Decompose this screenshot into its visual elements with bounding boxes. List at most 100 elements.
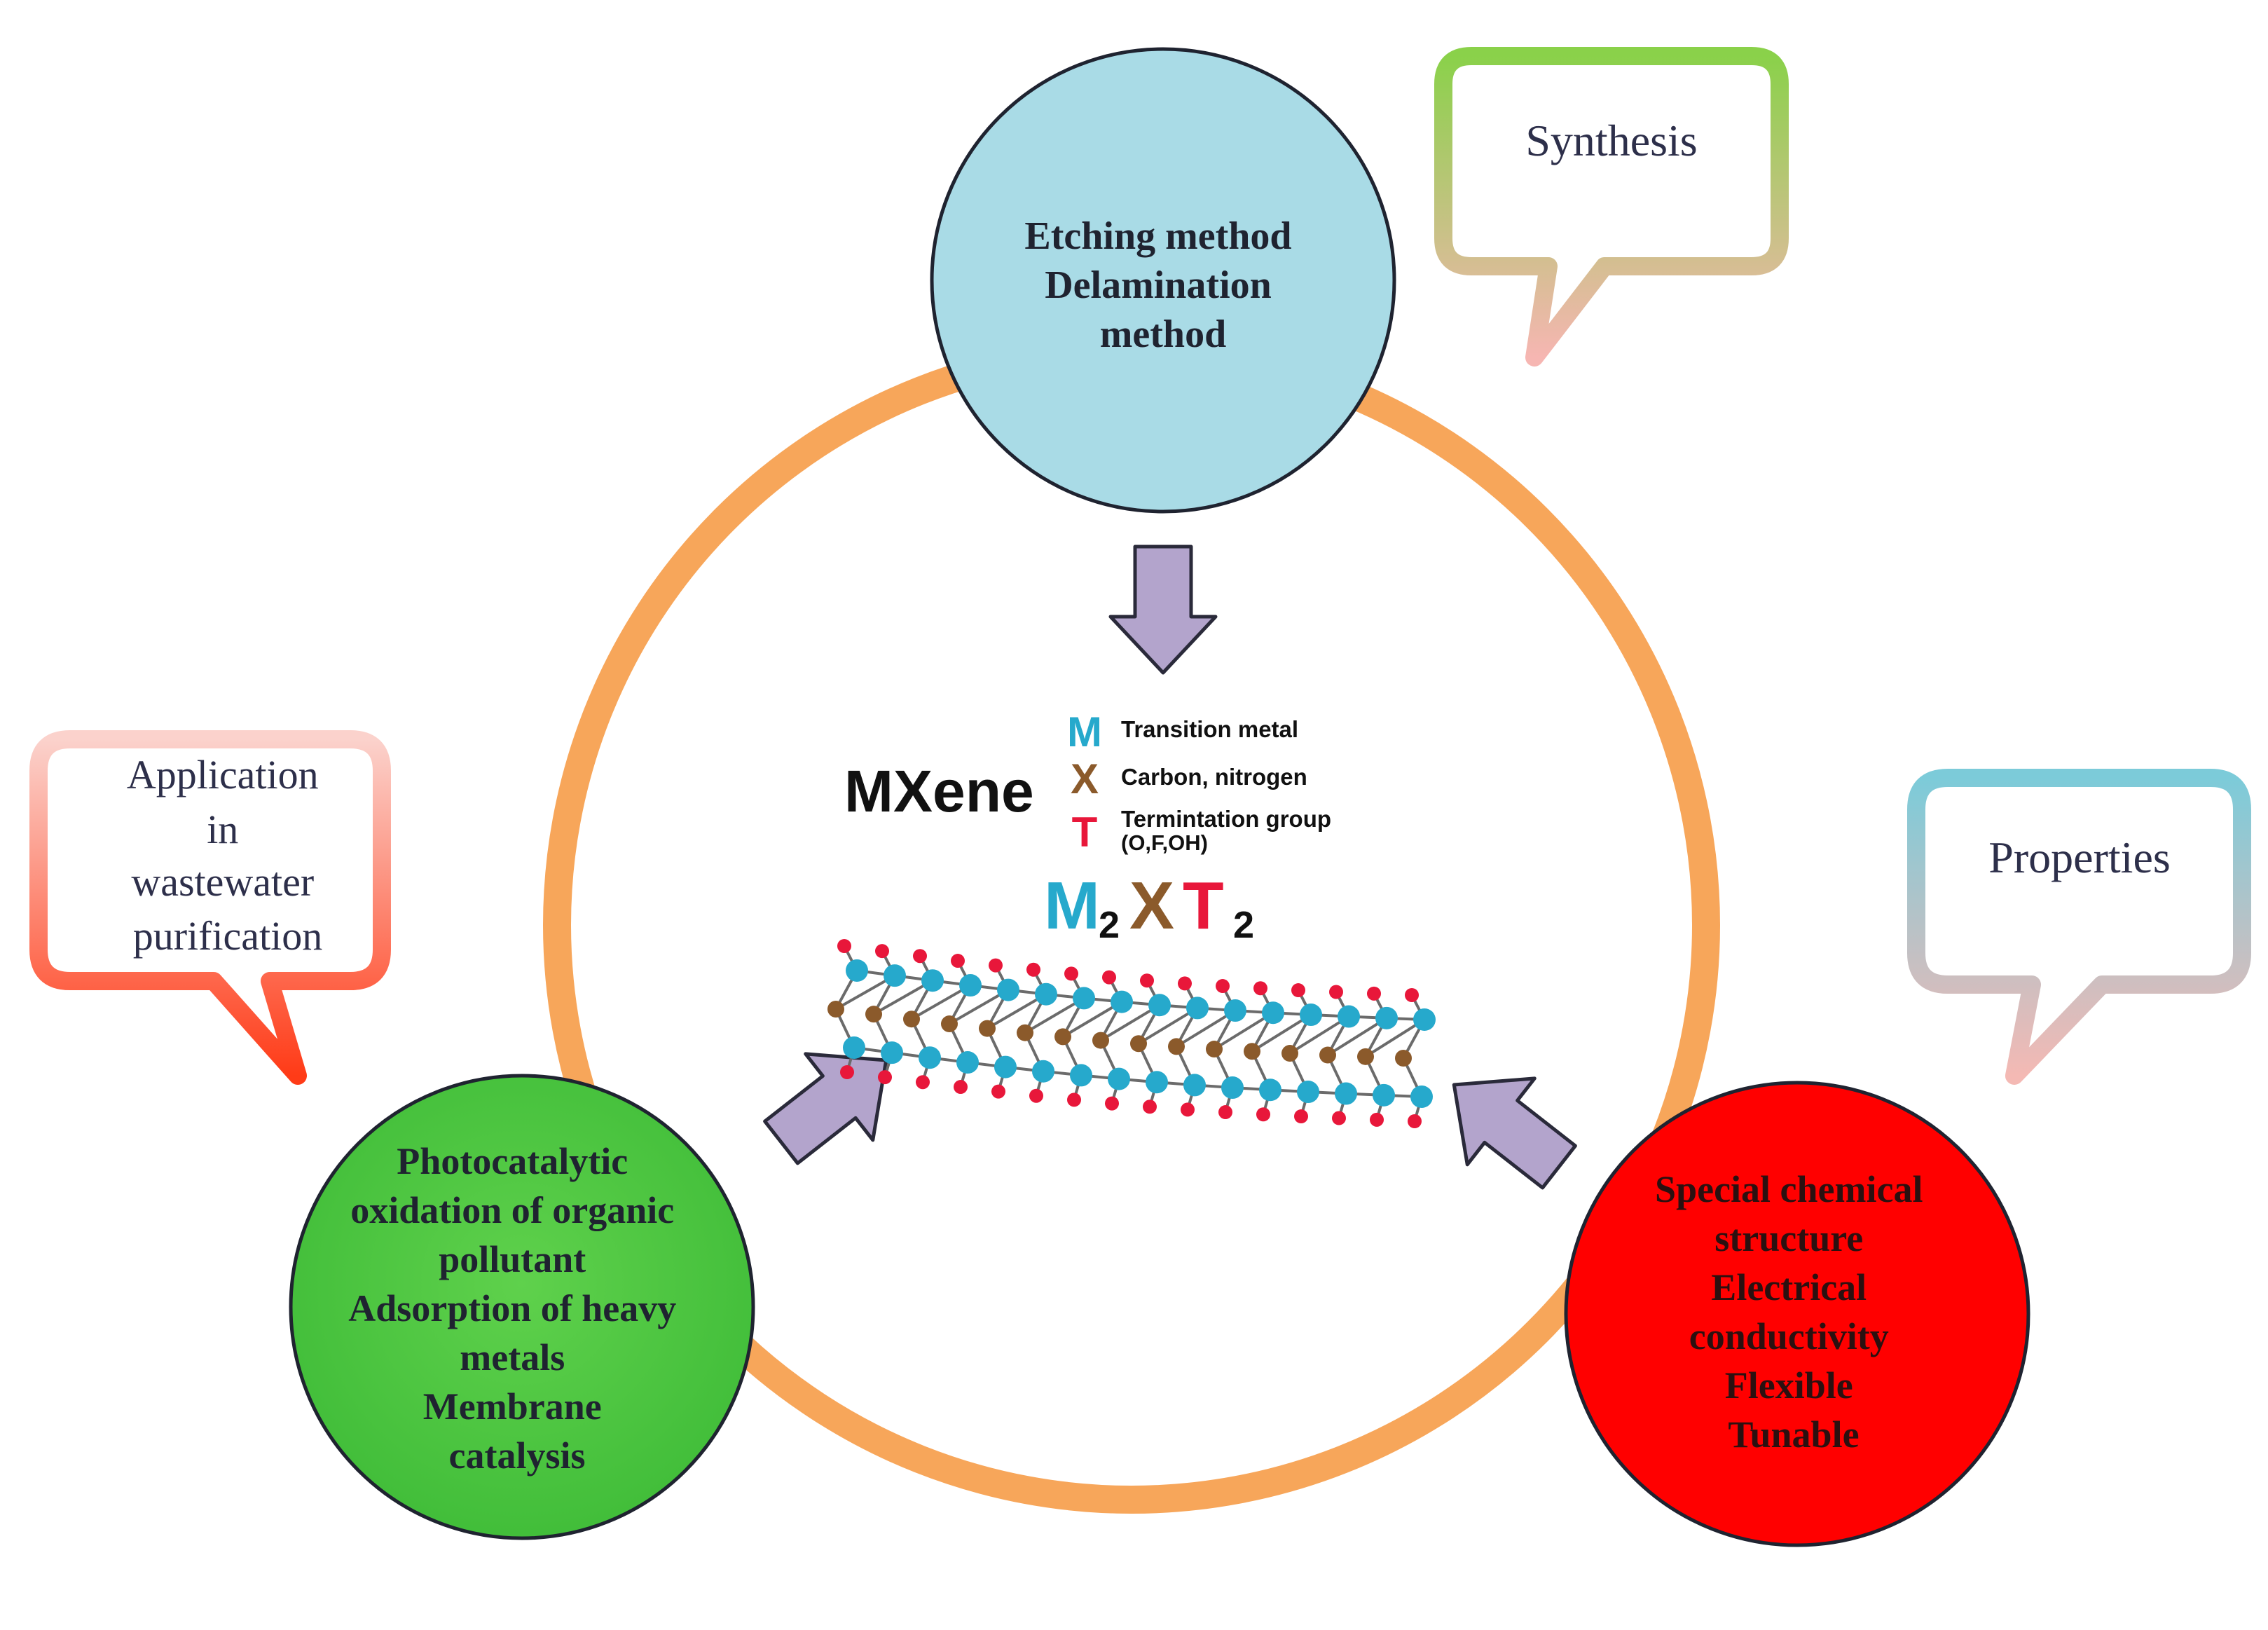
lattice-bond (1364, 1018, 1426, 1058)
lattice-atom (989, 958, 1003, 973)
lattice-atom (843, 1036, 865, 1059)
mxene-title: MXene (844, 758, 1034, 824)
lattice-atom (956, 1051, 979, 1074)
lattice-atom (840, 1065, 854, 1079)
legend-text-t: Termintation group (1121, 806, 1331, 832)
lattice-atom (1111, 990, 1133, 1013)
synthesis-node-text: Etching method Delamination method (1024, 214, 1301, 356)
lattice-atom (1070, 1064, 1092, 1087)
lattice-atom (1206, 1041, 1223, 1058)
legend-letter-t: T (1072, 809, 1098, 856)
lattice-atom (1405, 988, 1419, 1002)
formula-t: T (1183, 868, 1224, 943)
lattice-atom (1256, 1107, 1270, 1122)
legend-letter-x: X (1071, 755, 1099, 802)
lattice-atom (1291, 983, 1305, 998)
lattice-bond (1251, 1013, 1312, 1053)
lattice-bond (1099, 1004, 1161, 1042)
mxene-formula: M 2 X T 2 (1044, 868, 1254, 946)
application-node: Photocatalytic oxidation of organic poll… (289, 1074, 755, 1540)
lattice-bond (1024, 997, 1085, 1034)
lattice-atom (913, 949, 927, 964)
lattice-bond (1137, 1006, 1199, 1045)
lattice-atom (846, 959, 868, 982)
legend-text-x: Carbon, nitrogen (1121, 764, 1307, 790)
formula-m: M (1044, 868, 1100, 943)
lattice-atom (994, 1055, 1017, 1078)
lattice-atom (1332, 1111, 1346, 1125)
lattice-atom (1259, 1078, 1281, 1102)
lattice-atom (997, 978, 1019, 1001)
formula-m-subscript: 2 (1099, 904, 1120, 946)
lattice-bond (1288, 1015, 1350, 1055)
lattice-atom (1395, 1050, 1412, 1067)
lattice-atom (1017, 1024, 1033, 1041)
lattice-atom (1026, 962, 1040, 977)
lattice-atom (865, 1006, 882, 1023)
lattice-bond (1326, 1017, 1388, 1057)
lattice-atom (1244, 1043, 1260, 1060)
lattice-atom (921, 969, 944, 992)
lattice-atom (1224, 999, 1246, 1022)
lattice-atom (1064, 966, 1078, 981)
application-callout: Application in wastewater purification (29, 730, 391, 1085)
lattice-atom (1367, 986, 1381, 1001)
lattice-atom (1410, 1085, 1433, 1108)
lattice-bond (1061, 1000, 1123, 1039)
application-node-text: Photocatalytic oxidation of organic poll… (348, 1140, 686, 1477)
lattice-atom (1375, 1006, 1398, 1029)
lattice-atom (979, 1020, 996, 1037)
up-right-arrow-icon (763, 1052, 888, 1165)
properties-node: Special chemical structure Electrical co… (1564, 1081, 2030, 1547)
lattice-atom (1148, 994, 1171, 1017)
legend-text-m: Transition metal (1121, 716, 1298, 742)
legend-letter-m: M (1067, 708, 1102, 755)
lattice-atom (1297, 1081, 1319, 1104)
lattice-atom (1186, 997, 1209, 1020)
properties-callout-label: Properties (1988, 833, 2171, 882)
lattice-atom (1335, 1082, 1357, 1105)
lattice-atom (1073, 987, 1095, 1010)
lattice-atom (878, 1070, 892, 1085)
lattice-atom (1181, 1102, 1195, 1117)
lattice-atom (1092, 1032, 1109, 1049)
lattice-atom (1408, 1114, 1422, 1128)
up-left-arrow-icon (1452, 1076, 1577, 1190)
formula-x: X (1129, 868, 1174, 943)
lattice-atom (1329, 985, 1343, 999)
lattice-atom (1168, 1038, 1185, 1055)
lattice-atom (837, 939, 851, 953)
lattice-bond (986, 992, 1047, 1030)
mxene-crystal-lattice (827, 939, 1436, 1128)
lattice-bond (835, 974, 895, 1011)
lattice-atom (1105, 1096, 1119, 1111)
lattice-bond (873, 979, 933, 1015)
lattice-atom (1373, 1083, 1395, 1107)
lattice-atom (1413, 1008, 1436, 1031)
lattice-atom (1102, 970, 1116, 985)
lattice-atom (919, 1046, 941, 1069)
lattice-atom (1146, 1071, 1168, 1094)
mxene-center: MXene M Transition metal X Carbon, nitro… (827, 708, 1436, 1128)
lattice-atom (1370, 1112, 1384, 1127)
lattice-atom (1178, 976, 1192, 991)
lattice-atom (1140, 973, 1154, 988)
lattice-atom (881, 1041, 903, 1064)
lattice-atom (1130, 1035, 1147, 1053)
lattice-atom (1143, 1100, 1157, 1114)
legend-text-t-extra: (O,F,OH) (1121, 830, 1208, 855)
lattice-atom (991, 1084, 1005, 1099)
lattice-atom (1032, 1060, 1054, 1083)
lattice-atom (875, 944, 889, 959)
properties-callout: Properties (1907, 769, 2251, 1085)
lattice-atom (1054, 1028, 1071, 1046)
lattice-atom (954, 1080, 968, 1095)
lattice-atom (1218, 1105, 1232, 1120)
lattice-atom (1221, 1076, 1244, 1100)
lattice-atom (1067, 1093, 1081, 1107)
lattice-bond (911, 984, 971, 1020)
lattice-bond (949, 988, 1009, 1025)
lattice-atom (1183, 1074, 1206, 1097)
lattice-atom (1108, 1067, 1130, 1090)
